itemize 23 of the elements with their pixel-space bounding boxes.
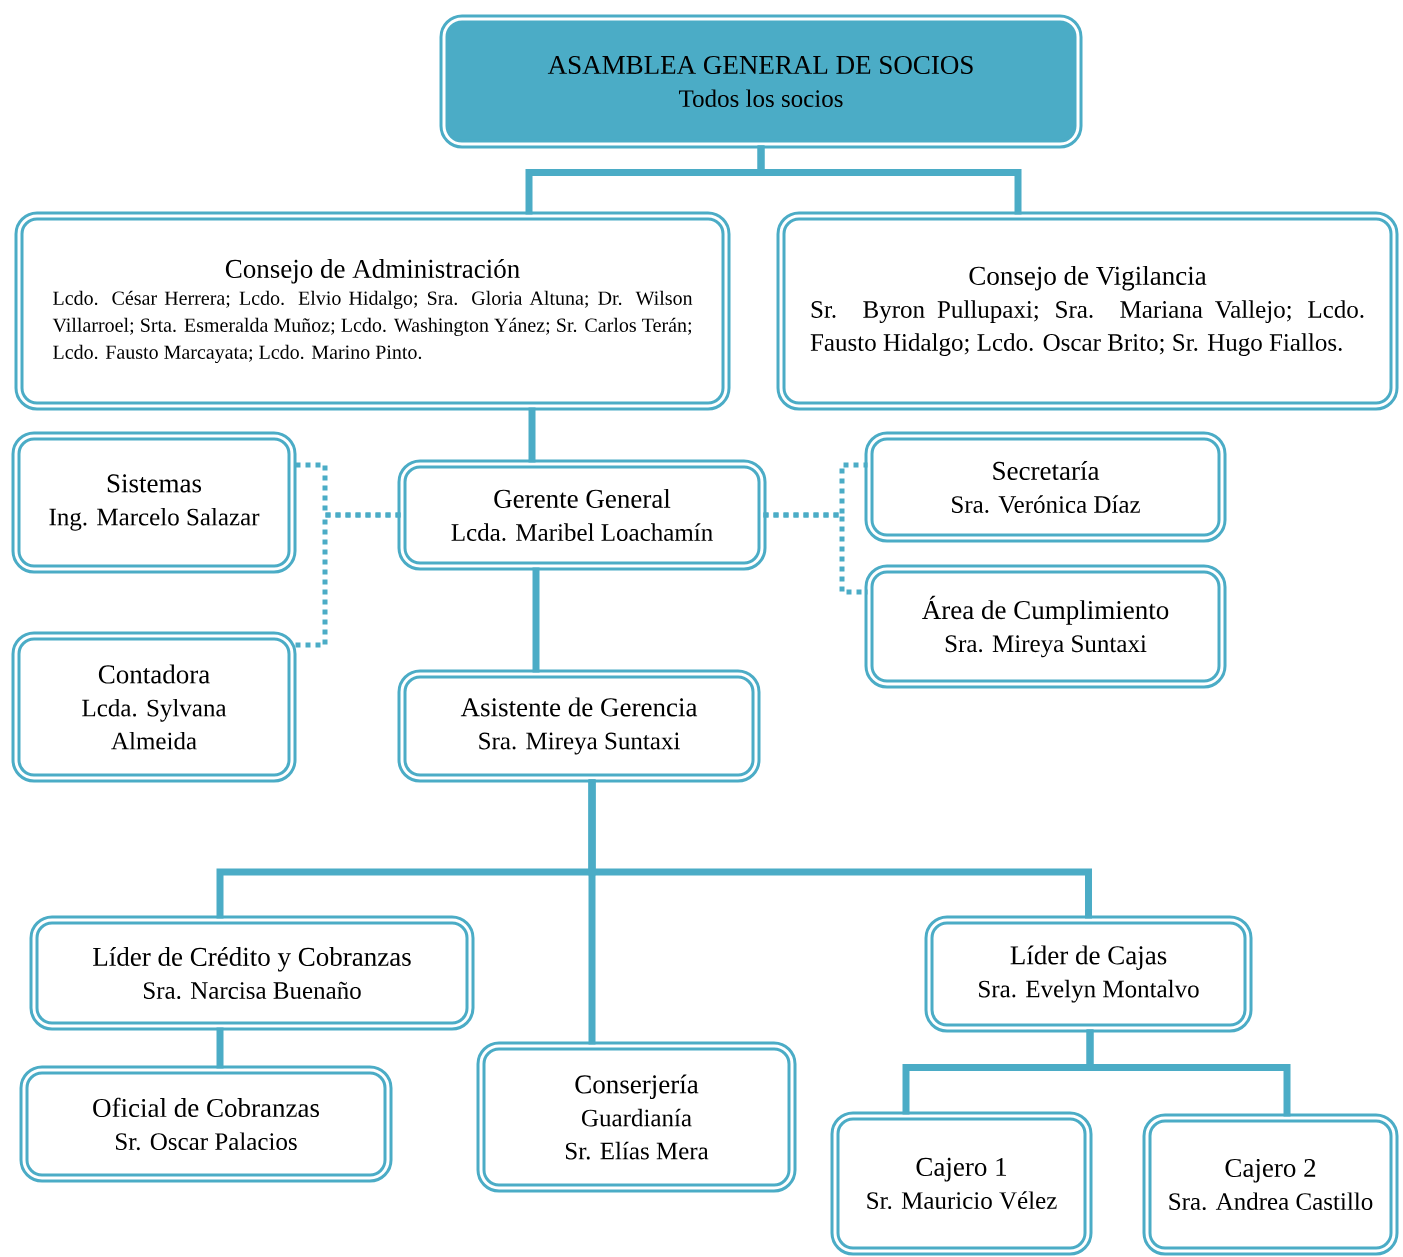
connector-line: [532, 567, 540, 673]
org-box: Cajero 1 Sr. Mauricio Vélez: [830, 1111, 1093, 1256]
connector-line: [588, 779, 1092, 919]
org-box: Consejo de Administración Lcdo. César Herrera; Lcdo. Elvio Hidalgo; Sra. Gloria Altuna; Dr. Wilson Villarroel; Srta. Esmeralda Muñoz; Lcdo. Washington Yánez; Sr. Carlos Terán; Lcdo. Fausto Marcayata; Lcdo. Marino Pinto.: [14, 211, 731, 411]
connector-line: [528, 407, 536, 463]
connector-line: [216, 1027, 224, 1069]
org-box: Cajero 2 Sra. Andrea Castillo: [1142, 1113, 1399, 1256]
org-box: Sistemas Ing. Marcelo Salazar: [11, 431, 297, 574]
org-box: Líder de Crédito y Cobranzas Sra. Narcisa Buenaño: [29, 915, 475, 1031]
org-box: Área de Cumplimiento Sra. Mireya Suntaxi: [864, 564, 1227, 689]
connector-line: [757, 145, 1022, 215]
connector-line: [1086, 1029, 1291, 1117]
dotted-connector: [763, 512, 868, 595]
dotted-connector: [293, 512, 401, 648]
org-box: Contadora Lcda. Sylvana Almeida: [11, 631, 297, 783]
org-box: Secretaría Sra. Verónica Díaz: [864, 431, 1227, 543]
org-box: Conserjería Guardianía Sr. Elías Mera: [476, 1041, 797, 1193]
org-box: Líder de Cajas Sra. Evelyn Montalvo: [924, 915, 1253, 1033]
org-box: Asistente de Gerencia Sra. Mireya Suntaxi: [397, 669, 761, 783]
org-box: Consejo de Vigilancia Sr. Byron Pullupaxi; Sra. Mariana Vallejo; Lcdo. Fausto Hidalgo; Lcdo. Oscar Brito; Sr. Hugo Fiallos.: [776, 211, 1399, 411]
header-box: ASAMBLEA GENERAL DE SOCIOS Todos los socios: [439, 14, 1083, 149]
org-box: Oficial de Cobranzas Sr. Oscar Palacios: [19, 1065, 393, 1183]
org-box: Gerente General Lcda. Maribel Loachamín: [397, 459, 767, 571]
